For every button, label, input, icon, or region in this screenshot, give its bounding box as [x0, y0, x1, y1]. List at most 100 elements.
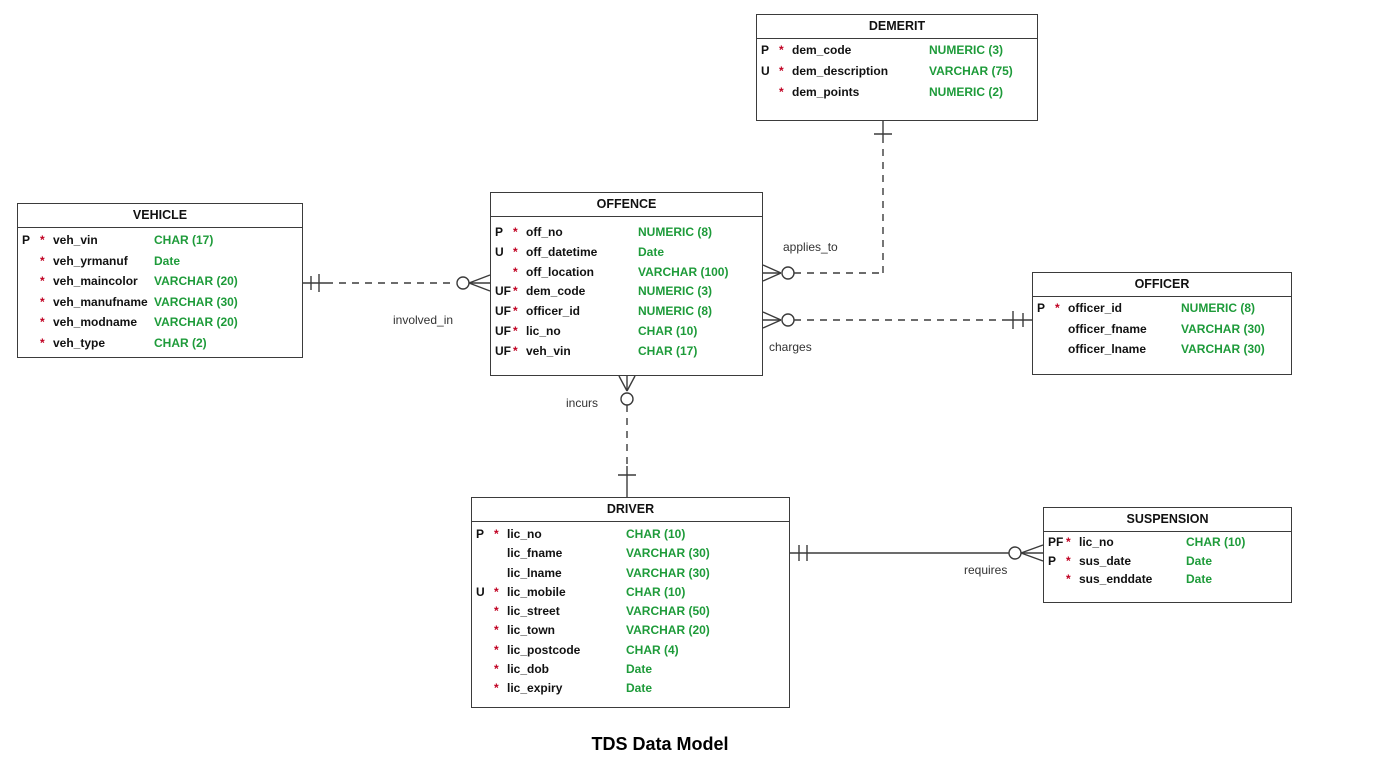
attribute-name: veh_vin [53, 233, 98, 247]
attribute-name: lic_no [507, 527, 542, 541]
attribute-datatype: CHAR (17) [638, 343, 698, 358]
attribute-name: officer_fname [1068, 321, 1147, 336]
attribute-datatype: Date [1186, 572, 1213, 586]
entity-officer: OFFICER P * officer_id NUMERIC (8) officer_fn… [1032, 272, 1292, 375]
required-asterisk: * [513, 244, 518, 259]
key-flag: P [1037, 301, 1046, 315]
required-asterisk: * [779, 43, 784, 57]
key-flag: U [476, 584, 485, 599]
attribute-datatype: VARCHAR (50) [626, 604, 710, 619]
attribute-name: lic_town [507, 623, 556, 638]
entity-title: OFFENCE [491, 193, 762, 217]
required-asterisk: * [494, 604, 499, 619]
attribute-row: * lic_street VARCHAR (50) [472, 602, 789, 621]
relationship-applies-to [762, 118, 892, 282]
required-asterisk: * [40, 294, 45, 309]
attribute-datatype: CHAR (10) [1186, 535, 1246, 549]
key-flag: UF [495, 343, 511, 358]
attribute-name: lic_no [526, 323, 561, 338]
attribute-datatype: VARCHAR (30) [154, 294, 238, 309]
optional-circle [456, 276, 470, 290]
attribute-datatype: NUMERIC (3) [929, 43, 1003, 57]
attribute-datatype: VARCHAR (20) [154, 315, 238, 330]
attribute-name: lic_street [507, 604, 560, 619]
attribute-name: dem_description [792, 64, 889, 78]
attribute-datatype: VARCHAR (30) [626, 546, 710, 561]
required-asterisk: * [1066, 553, 1071, 568]
key-flag: UF [495, 284, 511, 299]
relationship-label-requires: requires [964, 563, 1008, 577]
attribute-datatype: Date [154, 253, 181, 268]
entity-title: DRIVER [472, 498, 789, 522]
required-asterisk: * [1055, 301, 1060, 315]
attribute-name: sus_enddate [1079, 572, 1153, 586]
attribute-datatype: CHAR (10) [638, 323, 698, 338]
crows-foot [468, 274, 491, 292]
relationship-involved-in [303, 274, 491, 292]
required-asterisk: * [494, 642, 499, 657]
attribute-row: U * dem_description VARCHAR (75) [757, 61, 1037, 82]
required-asterisk: * [494, 584, 499, 599]
attribute-name: dem_points [792, 85, 860, 99]
attribute-name: off_no [526, 225, 563, 239]
attribute-name: off_datetime [526, 244, 598, 259]
attribute-datatype: VARCHAR (20) [154, 274, 238, 289]
optional-circle [781, 313, 795, 327]
key-flag: P [22, 233, 31, 247]
attribute-name: dem_code [526, 284, 586, 299]
required-asterisk: * [779, 64, 784, 78]
required-asterisk: * [513, 284, 518, 299]
attribute-datatype: CHAR (4) [626, 642, 679, 657]
attribute-name: officer_id [1068, 301, 1123, 315]
key-flag: P [476, 527, 485, 541]
attribute-datatype: VARCHAR (75) [929, 64, 1013, 78]
relationship-label-charges: charges [769, 340, 812, 354]
attribute-datatype: CHAR (10) [626, 584, 686, 599]
optional-circle [1008, 546, 1022, 560]
attribute-datatype: VARCHAR (30) [626, 565, 710, 580]
required-asterisk: * [40, 253, 45, 268]
attribute-datatype: NUMERIC (8) [1181, 301, 1255, 315]
attribute-name: lic_fname [507, 546, 563, 561]
attribute-datatype: Date [626, 662, 653, 677]
required-asterisk: * [40, 315, 45, 330]
entity-title: DEMERIT [757, 15, 1037, 39]
attribute-name: lic_mobile [507, 584, 566, 599]
crows-foot [762, 264, 782, 282]
crows-foot [1020, 544, 1044, 562]
diagram-title: TDS Data Model [591, 734, 729, 754]
attribute-datatype: CHAR (17) [154, 233, 214, 247]
key-flag: U [761, 64, 770, 78]
relationship-label-applies-to: applies_to [783, 240, 838, 254]
relationship-charges [762, 311, 1032, 329]
attribute-name: lic_lname [507, 565, 562, 580]
entity-title: OFFICER [1033, 273, 1291, 297]
required-asterisk: * [494, 623, 499, 638]
attribute-row: P * officer_id NUMERIC (8) [1033, 298, 1291, 319]
attribute-name: officer_lname [1068, 342, 1147, 357]
key-flag: UF [495, 323, 511, 338]
attribute-name: lic_postcode [507, 642, 581, 657]
attribute-datatype: NUMERIC (8) [638, 304, 712, 319]
required-asterisk: * [513, 304, 518, 319]
